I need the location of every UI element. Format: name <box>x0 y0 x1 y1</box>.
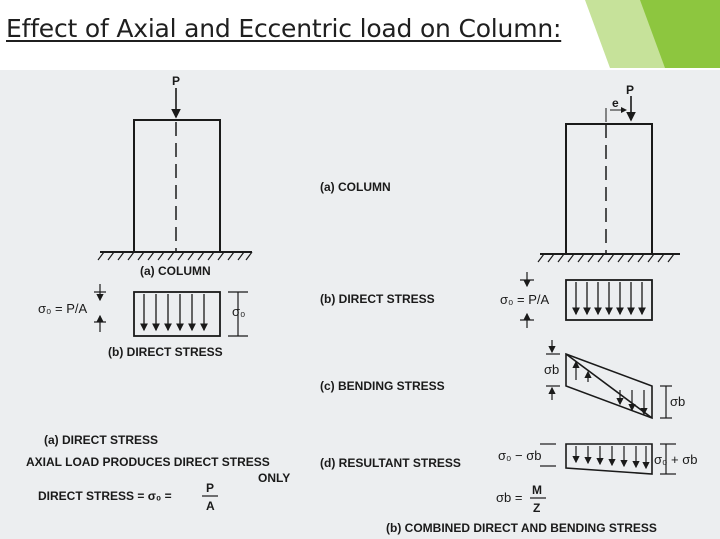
left-direct-stress-block <box>133 291 221 337</box>
left-column-caption: (a) COLUMN <box>140 264 211 278</box>
right-resultant-diagram <box>565 443 653 475</box>
right-direct-label: σ₀ = P/A <box>500 292 550 307</box>
middle-label-a: (a) COLUMN <box>320 180 391 194</box>
left-stress-arrows <box>140 294 208 332</box>
right-moment-num: M <box>532 483 542 497</box>
middle-label-d: (d) RESULTANT STRESS <box>320 456 461 470</box>
middle-label-b: (b) DIRECT STRESS <box>320 292 435 306</box>
right-resultant-right-label: σ₀ + σb <box>654 452 698 467</box>
left-column-body <box>133 119 221 253</box>
left-stress-left-label: σ₀ = P/A <box>38 301 88 316</box>
decor-green-dark <box>640 0 720 68</box>
right-bending-arrows <box>572 360 648 416</box>
left-note-line1: AXIAL LOAD PRODUCES DIRECT STRESS <box>26 455 270 469</box>
right-moment-den: Z <box>533 501 540 515</box>
left-load-label: P <box>172 74 180 88</box>
left-ground-hatch <box>97 251 253 261</box>
left-note-line2: ONLY <box>258 471 290 485</box>
left-column-group: P (a) COLUMN σ₀ = P/A <box>26 74 290 513</box>
right-column-body <box>565 123 653 255</box>
right-resultant-arrows <box>572 446 650 470</box>
right-caption: (b) COMBINED DIRECT AND BENDING STRESS <box>386 521 657 535</box>
left-formula-num: P <box>206 481 214 495</box>
left-formula-text: DIRECT STRESS = σ₀ = <box>38 489 172 503</box>
column-diagram: P (a) COLUMN σ₀ = P/A <box>26 74 698 535</box>
slide-decoration <box>585 0 720 68</box>
left-note-title: (a) DIRECT STRESS <box>44 433 158 447</box>
right-direct-stress-block <box>565 279 653 321</box>
right-moment-label: σb = <box>496 490 522 505</box>
middle-labels: (a) COLUMN (b) DIRECT STRESS (c) BENDING… <box>320 180 461 470</box>
middle-label-c: (c) BENDING STRESS <box>320 379 445 393</box>
right-eccentricity-label: e <box>612 96 619 110</box>
right-direct-arrows <box>572 282 646 316</box>
left-stress-right-label: σ₀ <box>232 304 245 319</box>
right-load-label: P <box>626 83 634 97</box>
slide-title: Effect of Axial and Eccentric load on Co… <box>6 14 562 43</box>
right-resultant-left-label: σ₀ − σb <box>498 448 542 463</box>
right-bending-right-label: σb <box>670 394 685 409</box>
right-bending-label: σb <box>544 362 559 377</box>
left-stress-caption: (b) DIRECT STRESS <box>108 345 223 359</box>
left-formula-den: A <box>206 499 215 513</box>
right-column-group: P e σ₀ = P/A <box>386 83 698 535</box>
right-ground-hatch <box>537 253 675 263</box>
